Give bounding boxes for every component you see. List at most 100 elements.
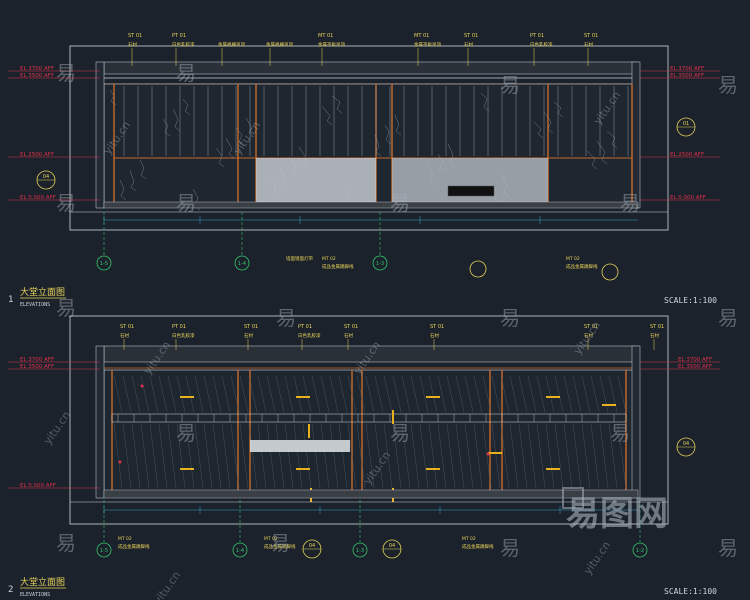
hatch-stroke [590,423,600,489]
elevation-2-scale: SCALE:1:100 [664,587,717,596]
watermark-site: yitu.cn [151,569,183,600]
callout-number: 01 [683,121,689,127]
hatch-stroke [266,423,276,489]
elevation-1-scale: SCALE:1:100 [664,296,717,305]
axis-bubble [372,255,388,271]
top-tag-note: 白色乳胶漆 [172,41,195,48]
hatch-stroke [419,423,429,489]
hatch-stroke [158,375,168,413]
elevation-2-opening-panel [250,440,350,452]
hatch-stroke [131,423,141,489]
hatch-stroke [239,423,249,489]
hatch-stroke [284,423,294,489]
bottom-tag: 墙面镜面灯带 [286,255,313,262]
wall-fixture [546,468,560,470]
stone-vein [129,169,137,192]
hatch-stroke [329,375,339,413]
top-tag-note: 石材 [120,332,129,339]
hatch-stroke [347,375,357,413]
hatch-stroke [194,375,204,413]
top-tag-code: ST 01 [128,33,142,39]
elevation-1-dimension-lines [103,216,638,224]
hatch-stroke [374,375,384,413]
hatch-stroke [257,423,267,489]
top-tag-note: 白色乳胶漆 [172,332,195,339]
elevation-1-floor-band [103,201,639,209]
hatch-stroke [167,375,177,413]
stone-vein [215,147,225,168]
elevation-1-entrance-door [256,158,376,204]
hatch-stroke [302,375,312,413]
watermark-glyph: 易 [718,306,738,330]
axis-label: 1-4 [236,548,244,554]
top-tag-note: 金属格栅吊顶 [218,41,245,48]
hatch-stroke [545,423,555,489]
hatch-stroke [419,375,429,413]
hatch-stroke [536,375,546,413]
hatch-stroke [149,375,159,413]
watermark-glyph: 易 [390,421,410,445]
callout-number: 04 [683,441,689,447]
hatch-stroke [113,375,123,413]
level-label: EL 3700 AFF [20,357,54,363]
hatch-stroke [239,375,249,413]
top-tag-code: PT 01 [172,33,186,39]
hatch-stroke [401,375,411,413]
level-label: EL 3700 AFF [20,66,54,72]
stone-vein [533,121,544,139]
top-tag-code: MT 01 [414,33,429,39]
elevation-2-stone-hatch [113,375,627,489]
hatch-stroke [140,423,150,489]
top-tag-code: PT 01 [172,324,186,330]
top-tag-note: 金属平板吊顶 [318,41,345,48]
hatch-stroke [122,375,132,413]
watermark-glyph: 易 [610,421,630,445]
top-tag-note: 白色乳胶漆 [530,41,553,48]
hatch-stroke [176,375,186,413]
hatch-stroke [338,375,348,413]
hatch-stroke [293,423,303,489]
top-tag-code: ST 01 [344,324,358,330]
hatch-stroke [221,375,231,413]
stone-vein [119,179,127,201]
wall-fixture [180,468,194,470]
hatch-stroke [275,423,285,489]
stone-vein [245,117,255,138]
stone-vein [543,111,554,134]
top-tag-code: ST 01 [120,324,134,330]
hatch-stroke [437,423,447,489]
hatch-stroke [536,423,546,489]
hatch-stroke [473,375,483,413]
elevation-1-frame [69,45,669,231]
hatch-stroke [203,375,213,413]
hatch-stroke [203,423,213,489]
hatch-stroke [464,375,474,413]
hatch-stroke [338,423,348,489]
stone-vein [182,98,191,116]
hatch-stroke [455,423,465,489]
hatch-stroke [383,423,393,489]
top-tag-note: 石材 [464,41,473,48]
wall-fixture [488,452,502,454]
hatch-stroke [266,375,276,413]
watermark-glyph: 易 [56,296,76,320]
watermark-glyph: 易 [500,306,520,330]
axis-bubble [632,542,648,558]
watermark-glyph: 易 [56,61,76,85]
level-label: EL 3500 AFF [678,364,712,370]
vertical-fixture [308,424,310,438]
hatch-stroke [581,375,591,413]
hatch-stroke [284,375,294,413]
watermark-glyph: 易 [718,73,738,97]
elevation-1-subtitle: ELEVATIONS [20,302,50,308]
callout-number: 04 [309,543,315,549]
axis-label: 1-5 [100,261,108,267]
callout-bubble [469,260,487,278]
stone-vein [162,118,171,137]
wall-fixture [426,396,440,398]
bottom-tag: MT 02 [118,536,132,542]
elevation-2-floor-band [103,489,639,499]
